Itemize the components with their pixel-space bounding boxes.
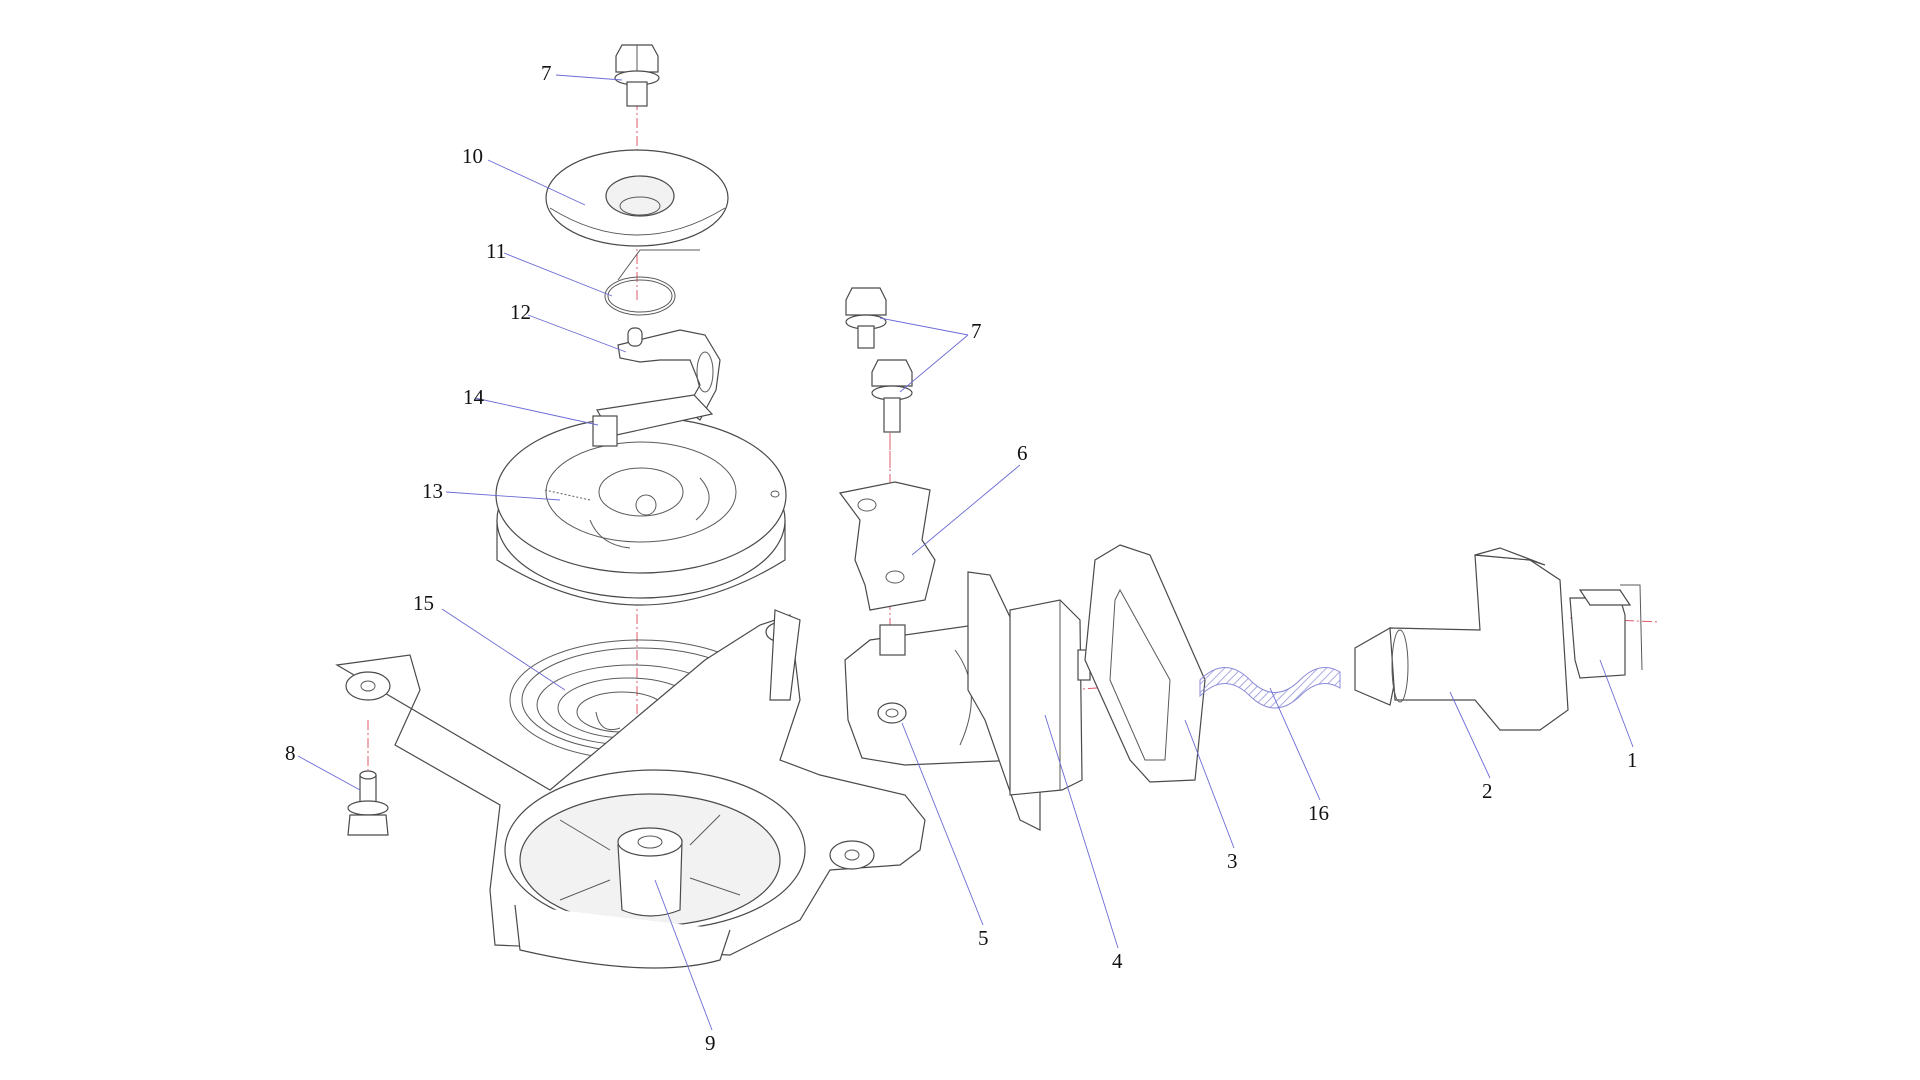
callout-2: 2 [1482,779,1493,803]
callout-6: 6 [1017,441,1028,465]
bolt-side [347,770,389,836]
rope-pulley [495,394,787,606]
callout-1: 1 [1627,748,1638,772]
callouts: 7 10 11 12 14 13 15 8 7 6 5 4 3 16 2 1 9 [285,61,1638,1055]
callout-3: 3 [1227,849,1238,873]
callout-4: 4 [1112,949,1123,973]
guide-bracket [838,481,936,611]
callout-13: 13 [422,479,443,503]
spring-ring [604,249,700,316]
callout-5: 5 [978,926,989,950]
leader-lines [297,74,1634,1031]
callout-15: 15 [413,591,434,615]
callout-8: 8 [285,741,296,765]
callout-12: 12 [510,300,531,324]
guide-frame [1084,544,1206,783]
callout-7-top: 7 [541,61,552,85]
starter-housing [335,609,926,969]
bolts-pair [845,287,913,470]
cover-plate [545,149,729,247]
handle-insert [1569,584,1643,679]
callout-11: 11 [486,239,506,263]
bolt-top [614,44,660,107]
starter-rope [1199,667,1341,709]
callout-14: 14 [463,385,485,409]
callout-16: 16 [1308,801,1329,825]
callout-7-pair: 7 [971,319,982,343]
seal-block [967,571,1091,831]
callout-9: 9 [705,1031,716,1055]
pull-handle [1354,547,1569,731]
callout-10: 10 [462,144,483,168]
